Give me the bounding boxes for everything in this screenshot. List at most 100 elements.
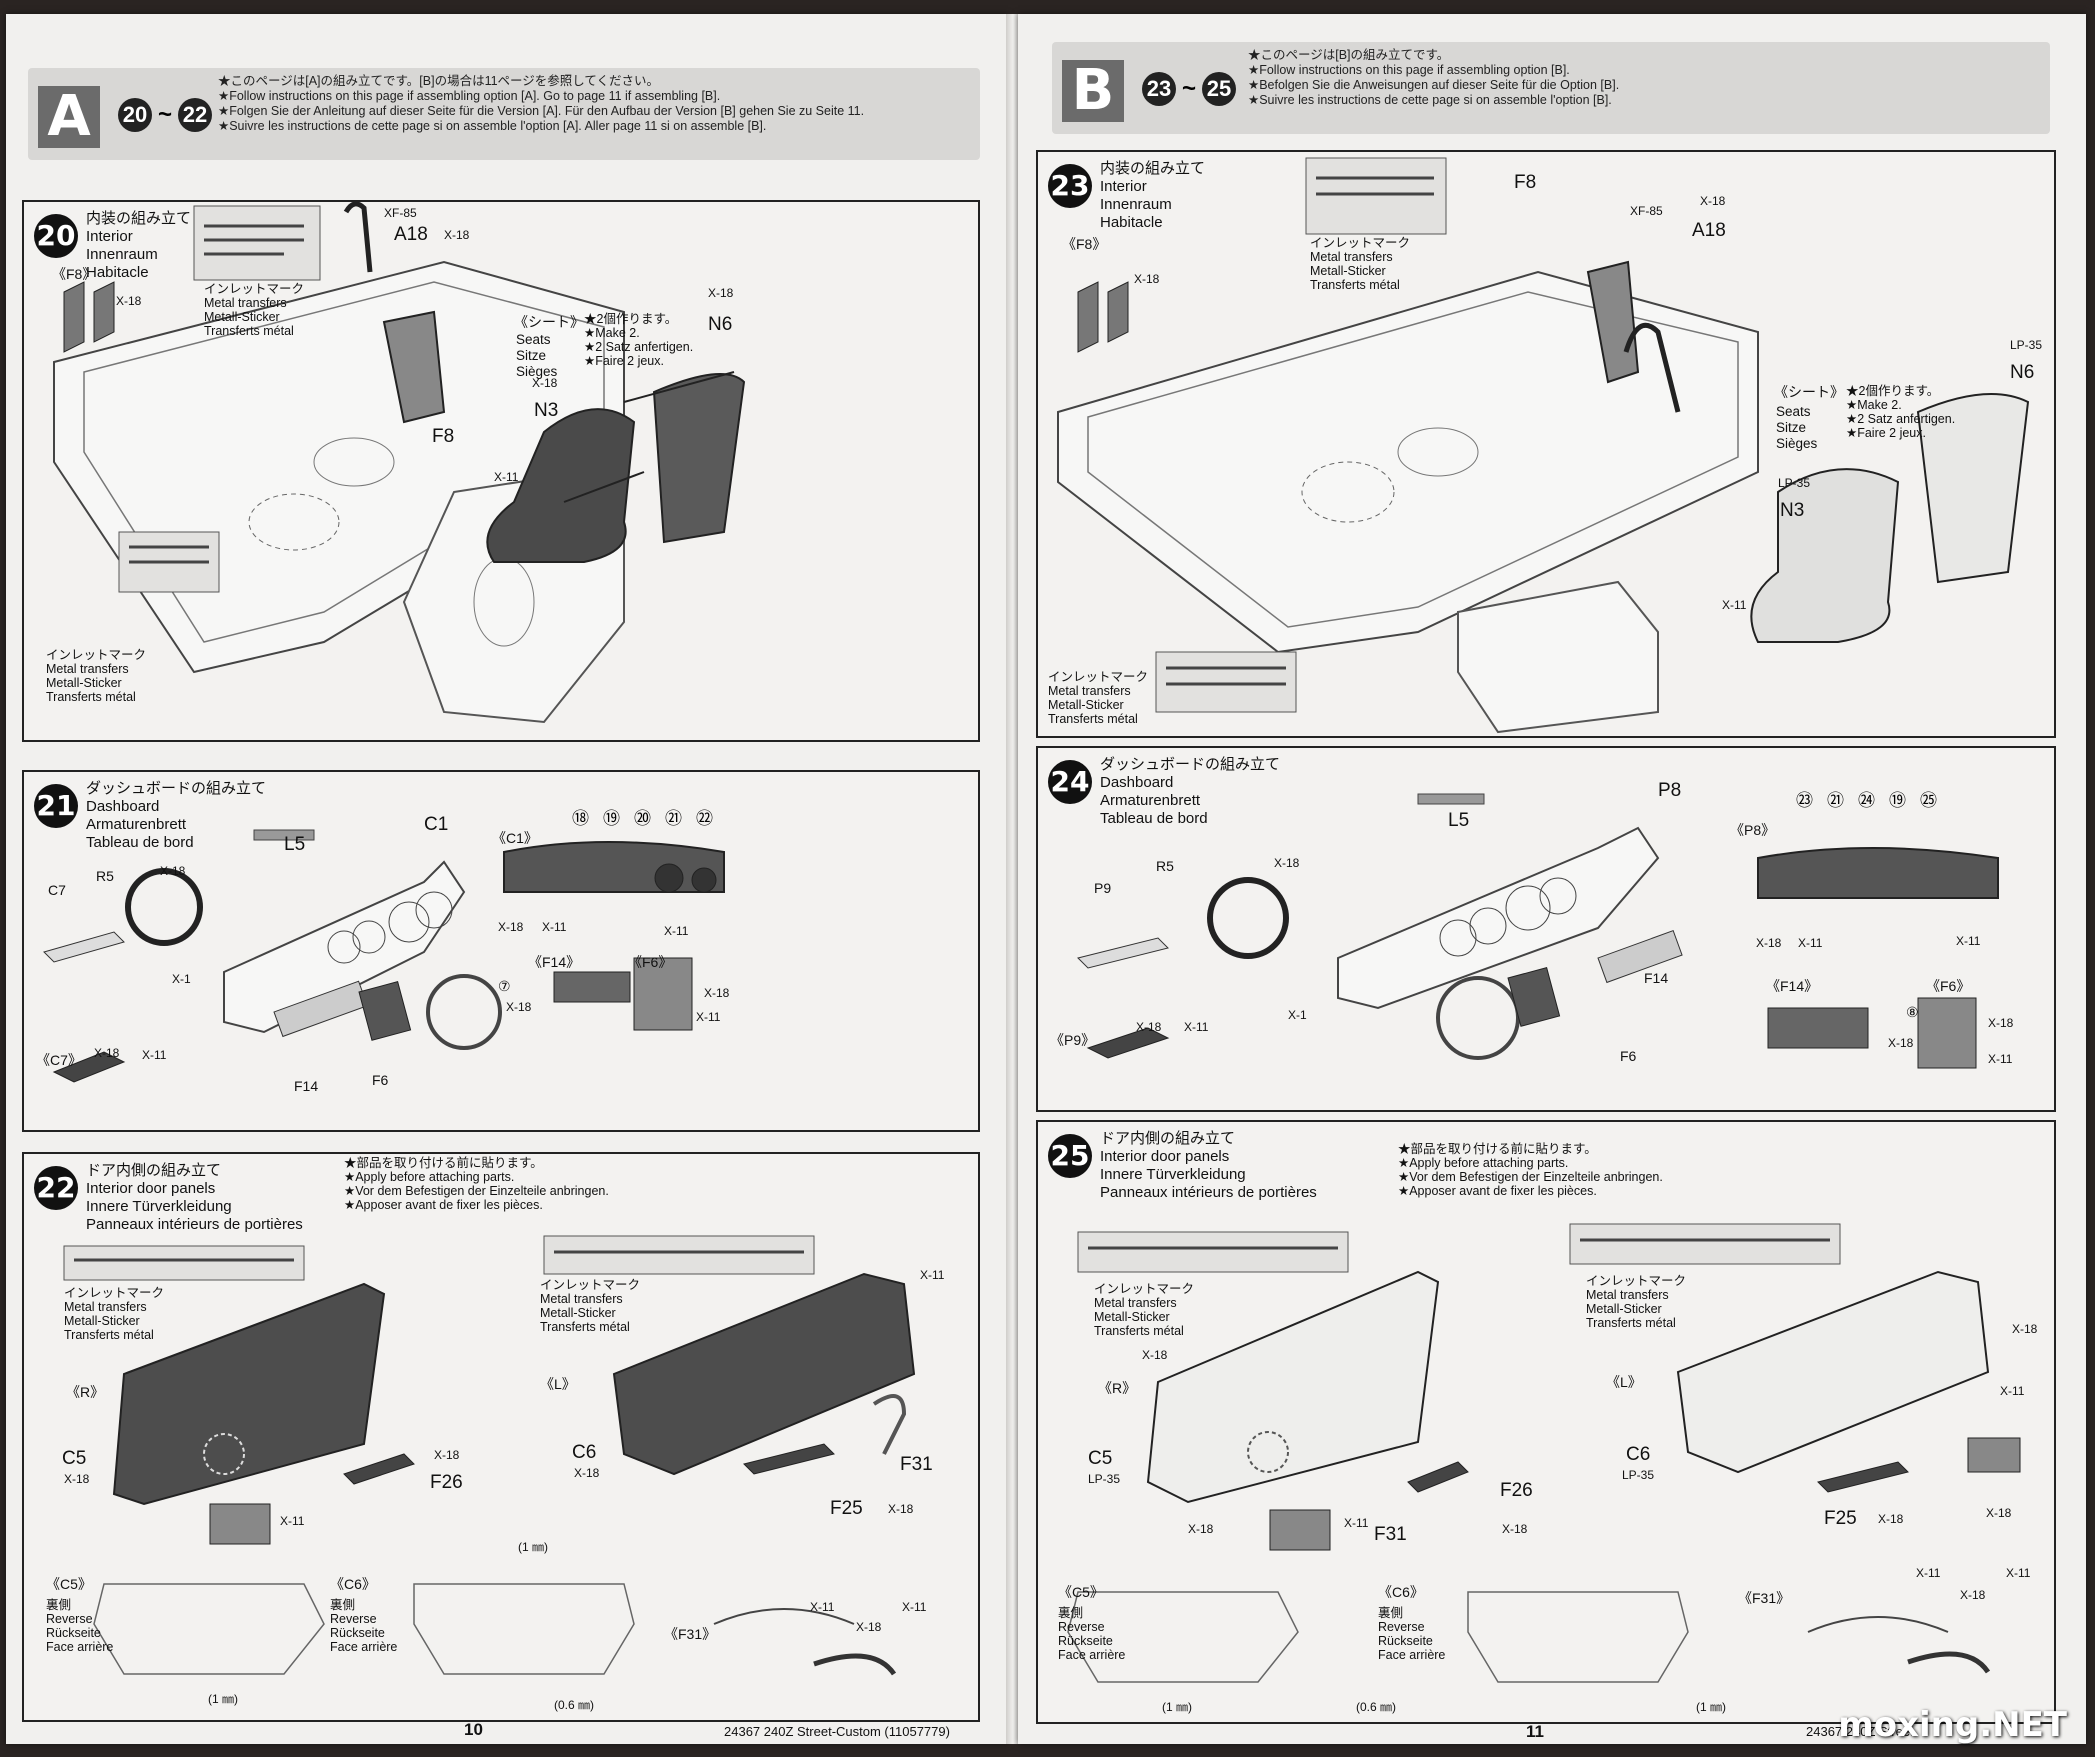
apply-before-note: ★部品を取り付ける前に貼ります。 ★Apply before attaching…: [1398, 1142, 1663, 1198]
reverse-en: Reverse: [1058, 1620, 1105, 1634]
title-fr: Tableau de bord: [86, 834, 194, 851]
label-c6-bracket: 《C6》: [330, 1576, 376, 1592]
step-number: 23: [1048, 164, 1092, 208]
metal-transfers-note: インレットマーク Metal transfers Metall-Sticker …: [1586, 1274, 1686, 1330]
label-x18: X-18: [532, 376, 558, 390]
gauge-number: ㉔: [1858, 791, 1875, 810]
label-f26: F26: [430, 1472, 463, 1493]
seats-de: Sitze: [1776, 420, 1807, 435]
note-de: ★Vor dem Befestigen der Einzelteile anbr…: [344, 1184, 609, 1198]
label-x11: X-11: [1798, 936, 1823, 950]
label-x11: X-11: [1344, 1516, 1369, 1530]
label-l-bracket: 《L》: [1606, 1374, 1642, 1390]
label-f14: F14: [1644, 970, 1669, 986]
dashboard-drawing: [43, 829, 725, 1083]
label-n6: N6: [708, 314, 733, 335]
label-f31: F31: [900, 1454, 933, 1475]
metal-transfers-note: インレットマーク Metal transfers Metall-Sticker …: [1094, 1282, 1194, 1338]
label-f26: F26: [1500, 1480, 1533, 1501]
drill-size: (0.6 ㎜): [554, 1698, 595, 1712]
reverse-note: 裏側 Reverse Rückseite Face arrière: [1058, 1606, 1125, 1662]
reverse-en: Reverse: [330, 1612, 377, 1626]
label-x1: X-1: [172, 972, 191, 986]
transfers-jp: インレットマーク: [46, 648, 147, 662]
label-x11: X-11: [1184, 1020, 1209, 1034]
reverse-jp: 裏側: [46, 1598, 72, 1612]
label-x18: X-18: [704, 986, 730, 1000]
step-title: ダッシュボードの組み立て Dashboard Armaturenbrett Ta…: [86, 780, 266, 852]
title-fr: Habitacle: [86, 264, 149, 281]
seats-fr: Sièges: [1776, 436, 1818, 451]
transfers-de: Metall-Sticker: [204, 310, 280, 324]
label-r5: R5: [96, 868, 114, 884]
title-en: Dashboard: [1100, 774, 1174, 791]
label-x11: X-11: [696, 1010, 721, 1024]
transfers-de: Metall-Sticker: [1586, 1302, 1662, 1316]
interior-tub-drawing: [1057, 157, 2030, 734]
label-seats-jp: 《シート》: [1774, 384, 1844, 400]
label-c5-bracket: 《C5》: [46, 1576, 92, 1592]
label-x18: X-18: [1134, 272, 1160, 286]
option-a-header: A 20 ~ 22 ★このページは[A]の組み立てです。[B]の場合は11ページ…: [28, 68, 980, 160]
label-f31-bracket: 《F31》: [1738, 1590, 1791, 1606]
label-x11: X-11: [810, 1600, 835, 1614]
right-page-11: B 23 ~ 25 ★このページは[B]の組み立てです。 ★Follow ins…: [1018, 14, 2086, 1744]
reverse-de: Rückseite: [1378, 1634, 1433, 1648]
gauge-number: ⑲: [1889, 791, 1906, 810]
label-c5: C5: [62, 1448, 87, 1469]
label-x11: X-11: [1722, 598, 1747, 612]
label-c7: C7: [48, 882, 66, 898]
metal-transfers-note: インレットマーク Metal transfers Metall-Sticker …: [1048, 670, 1148, 726]
step-24-panel: 24 ダッシュボードの組み立て Dashboard Armaturenbrett…: [1036, 746, 2056, 1112]
label-x11: X-11: [1956, 934, 1981, 948]
apply-before-note: ★部品を取り付ける前に貼ります。 ★Apply before attaching…: [344, 1156, 609, 1212]
note-de: ★Vor dem Befestigen der Einzelteile anbr…: [1398, 1170, 1663, 1184]
title-de: Innere Türverkleidung: [86, 1198, 232, 1215]
step-number: 24: [1048, 760, 1092, 804]
label-x11: X-11: [142, 1048, 167, 1062]
label-f8-bracket: 《F8》: [52, 266, 97, 282]
label-a18: A18: [1692, 220, 1726, 241]
step-range: 20 ~ 22: [118, 98, 213, 132]
page-number: 11: [1526, 1722, 1544, 1741]
seats-label: Seats Sitze Sièges: [1776, 404, 1817, 452]
option-b-box: B: [1062, 60, 1124, 122]
range-start: 20: [118, 98, 152, 132]
transfers-jp: インレットマーク: [1094, 1282, 1195, 1296]
drill-size: (0.6 ㎜): [1356, 1700, 1397, 1714]
gauge-number: ㉓: [1796, 791, 1813, 810]
label-x18: X-18: [1700, 194, 1726, 208]
transfers-jp: インレットマーク: [1048, 670, 1149, 684]
label-x11: X-11: [494, 470, 519, 484]
note-fr: ★Apposer avant de fixer les pièces.: [1398, 1184, 1597, 1198]
note-jp: ★部品を取り付ける前に貼ります。: [344, 1156, 543, 1170]
metal-transfers-note: インレットマーク Metal transfers Metall-Sticker …: [1310, 236, 1410, 292]
step-number: 22: [34, 1166, 78, 1210]
watermark-logo: moxing.NET: [1838, 1705, 2067, 1745]
option-notes: ★このページは[A]の組み立てです。[B]の場合は11ページを参照してください。…: [218, 74, 864, 134]
note-jp: ★部品を取り付ける前に貼ります。: [1398, 1142, 1597, 1156]
make2-jp: ★2個作ります。: [584, 312, 678, 326]
label-c6: C6: [572, 1442, 597, 1463]
label-c1-bracket: 《C1》: [492, 830, 538, 846]
transfers-de: Metall-Sticker: [64, 1314, 140, 1328]
label-ref7: ⑦: [498, 978, 511, 994]
option-notes: ★このページは[B]の組み立てです。 ★Follow instructions …: [1248, 48, 1619, 108]
title-jp: ドア内側の組み立て: [86, 1162, 222, 1179]
label-f14: F14: [294, 1078, 319, 1094]
step-25-panel: 25 ドア内側の組み立て Interior door panels Innere…: [1036, 1120, 2056, 1724]
step-21-panel: 21 ダッシュボードの組み立て Dashboard Armaturenbrett…: [22, 770, 980, 1132]
label-x18: X-18: [434, 1448, 460, 1462]
transfers-jp: インレットマーク: [540, 1278, 641, 1292]
note-line: ★このページは[A]の組み立てです。[B]の場合は11ページを参照してください。: [218, 74, 660, 88]
metal-transfers-note: インレットマーク Metal transfers Metall-Sticker …: [46, 648, 146, 704]
reverse-fr: Face arrière: [330, 1640, 398, 1654]
label-x11: X-11: [1988, 1052, 2013, 1066]
label-p9: P9: [1094, 880, 1112, 896]
page-gutter: [1006, 14, 1020, 1744]
step-title: ドア内側の組み立て Interior door panels Innere Tü…: [86, 1162, 303, 1234]
label-c6: C6: [1626, 1444, 1651, 1465]
label-x18: X-18: [1188, 1522, 1214, 1536]
step-title: ダッシュボードの組み立て Dashboard Armaturenbrett Ta…: [1100, 756, 1280, 828]
transfers-de: Metall-Sticker: [540, 1306, 616, 1320]
